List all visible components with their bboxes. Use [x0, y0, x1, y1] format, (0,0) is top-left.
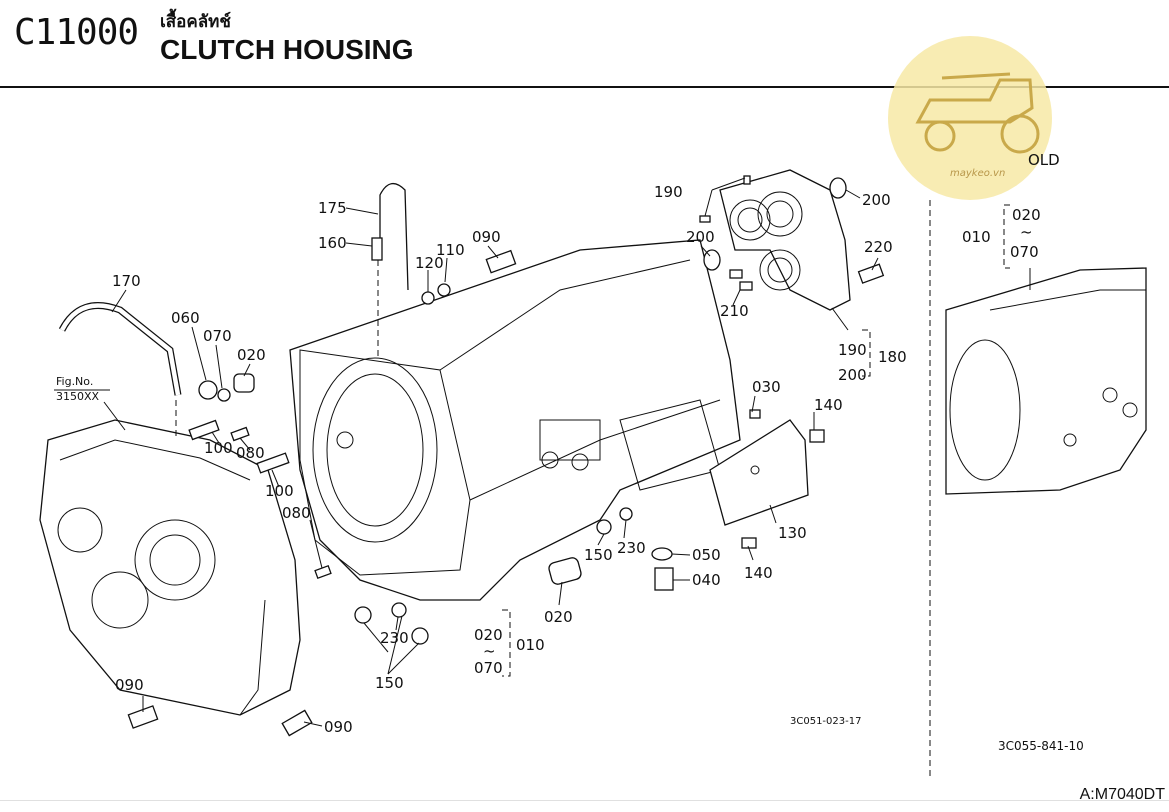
model-code: A:M7040DT — [1079, 786, 1165, 803]
label-100: 100 — [204, 439, 233, 457]
label-190: 190 — [654, 183, 683, 201]
clutch-housing — [289, 239, 741, 601]
label-230: 230 — [617, 539, 646, 557]
small-parts — [127, 175, 885, 737]
label-040: 040 — [692, 571, 721, 589]
label-130: 130 — [778, 524, 807, 542]
label-110: 110 — [436, 241, 465, 259]
header-rule — [0, 86, 1169, 88]
label-100: 100 — [265, 482, 294, 500]
label-060: 060 — [171, 309, 200, 327]
label-070: 070 — [474, 659, 503, 677]
label-175: 175 — [318, 199, 347, 217]
fig-reference: 3150XX — [56, 390, 100, 403]
label-020: 020 — [544, 608, 573, 626]
old-panel-labels: OLD 020 ~ 010 070 3C055-841-10 — [962, 151, 1084, 753]
label-030: 030 — [752, 378, 781, 396]
label-080: 080 — [236, 444, 265, 462]
label-090: 090 — [115, 676, 144, 694]
footer-rule — [0, 800, 1169, 801]
label-090: 090 — [324, 718, 353, 736]
old-label-010: 010 — [962, 228, 991, 246]
label-200: 200 — [862, 191, 891, 209]
leader-lines — [111, 177, 879, 727]
label-090: 090 — [472, 228, 501, 246]
old-label-070: 070 — [1010, 243, 1039, 261]
watermark-text: maykeo.vn — [950, 168, 1005, 179]
pipe-175 — [379, 183, 409, 291]
tilde: ~ — [483, 642, 496, 660]
label-150: 150 — [584, 546, 613, 564]
tilde: ~ — [1020, 223, 1033, 241]
label-120: 120 — [415, 254, 444, 272]
pto-housing — [719, 169, 851, 311]
label-080: 080 — [282, 504, 311, 522]
page-header: C11000 เสื้อคลัทช์ CLUTCH HOUSING — [0, 0, 1169, 90]
bracket-lines — [175, 200, 1010, 780]
label-140: 140 — [814, 396, 843, 414]
part-labels: 175 160 090 110 120 170 060 070 020 190 … — [54, 183, 907, 736]
label-020: 020 — [474, 626, 503, 644]
label-220: 220 — [864, 238, 893, 256]
label-170: 170 — [112, 272, 141, 290]
fig-no-label: Fig.No. — [56, 375, 93, 388]
old-diagram-code: 3C055-841-10 — [998, 739, 1084, 753]
tractor-icon — [915, 72, 1040, 154]
label-180: 180 — [878, 348, 907, 366]
label-200: 200 — [838, 366, 867, 384]
section-title-thai: เสื้อคลัทช์ — [160, 12, 231, 31]
section-title: CLUTCH HOUSING — [160, 34, 414, 65]
label-160: 160 — [318, 234, 347, 252]
old-tag: OLD — [1028, 151, 1060, 169]
old-housing-sketch — [945, 267, 1147, 495]
label-140: 140 — [744, 564, 773, 582]
label-010: 010 — [516, 636, 545, 654]
label-150: 150 — [375, 674, 404, 692]
label-020: 020 — [237, 346, 266, 364]
label-050: 050 — [692, 546, 721, 564]
label-070: 070 — [203, 327, 232, 345]
label-190: 190 — [838, 341, 867, 359]
section-code: C11000 — [14, 12, 139, 53]
watermark-logo: maykeo.vn — [888, 36, 1052, 200]
label-200: 200 — [686, 228, 715, 246]
cover-plate — [709, 419, 809, 526]
label-230: 230 — [380, 629, 409, 647]
diagram-code: 3C051-023-17 — [790, 716, 861, 727]
old-label-020: 020 — [1012, 206, 1041, 224]
label-210: 210 — [720, 302, 749, 320]
